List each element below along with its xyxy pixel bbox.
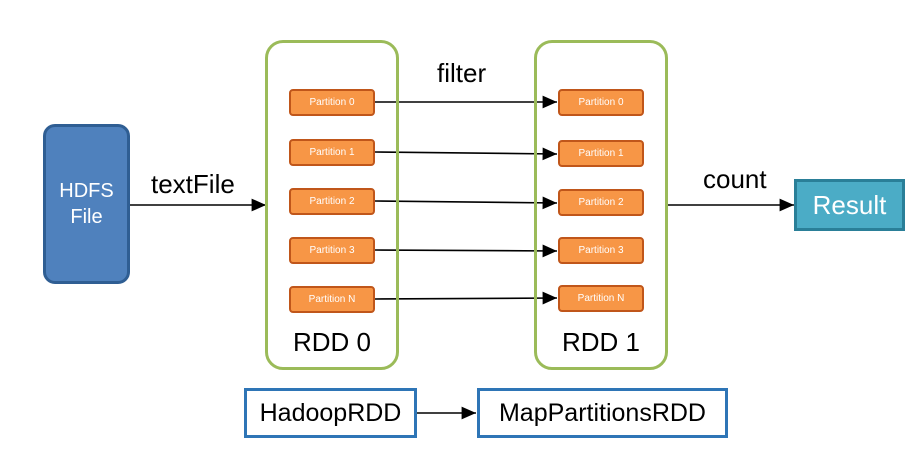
rdd1-partition-3: Partition 3 (558, 237, 644, 264)
partition-n-arrow (374, 291, 558, 305)
rdd1-container (534, 40, 668, 370)
rdd1-partition-0: Partition 0 (558, 89, 644, 116)
rdd0-container (265, 40, 399, 370)
rdd0-label: RDD 0 (292, 327, 371, 357)
partition-3-arrow (374, 244, 558, 258)
filter-label: filter (437, 58, 487, 88)
rdd0-partition-n: Partition N (289, 286, 375, 313)
rdd1-partition-1: Partition 1 (558, 140, 644, 167)
rdd0-partition-1: Partition 1 (289, 139, 375, 166)
rdd1-partition-2: Partition 2 (558, 189, 644, 216)
hdfs-line2: File (70, 206, 103, 228)
rdd0-partition-2: Partition 2 (289, 188, 375, 215)
partition-1-arrow (374, 147, 558, 161)
rdd1-label: RDD 1 (561, 327, 640, 357)
hadooprdd-box: HadoopRDD (244, 388, 417, 438)
rdd1-partition-n: Partition N (558, 285, 644, 312)
result-box: Result (794, 179, 905, 231)
mappartitionsrdd-box: MapPartitionsRDD (477, 388, 728, 438)
hdfs-file-box: HDFS File (43, 124, 130, 284)
partition-2-arrow (374, 196, 558, 210)
count-label: count (703, 164, 767, 194)
rdd0-partition-3: Partition 3 (289, 237, 375, 264)
hdfs-line1: HDFS (59, 180, 114, 202)
textfile-label: textFile (151, 169, 235, 199)
rdd0-partition-0: Partition 0 (289, 89, 375, 116)
